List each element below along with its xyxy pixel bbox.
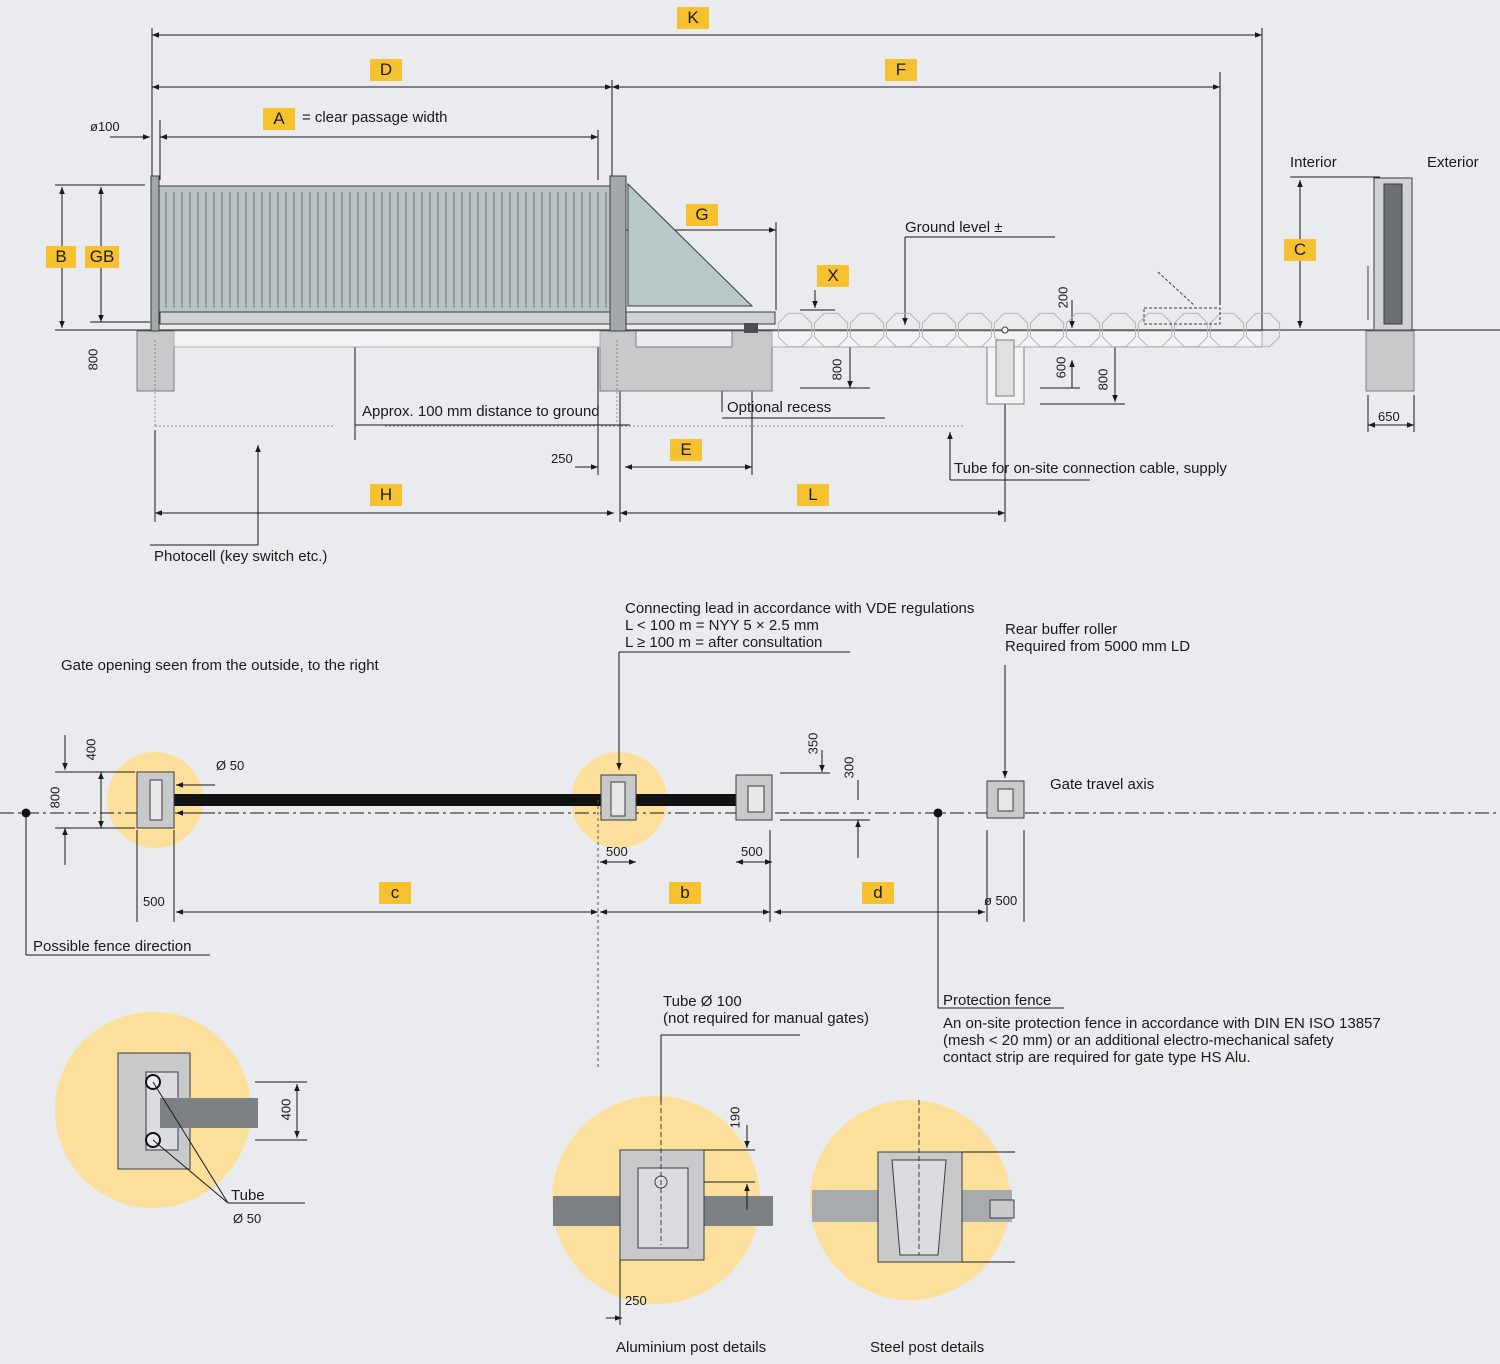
tag-d: D — [370, 59, 402, 81]
tag-lower-b: b — [669, 882, 701, 904]
plan-objects — [21, 771, 1025, 1068]
interior-label: Interior — [1290, 154, 1337, 171]
plan-dia50: Ø 50 — [216, 758, 245, 773]
approx-ground-label: Approx. 100 mm distance to ground — [362, 403, 600, 420]
roller-octagon — [957, 312, 993, 348]
tag-e: E — [670, 439, 702, 461]
dim-600: 600 — [1053, 356, 1069, 379]
plan-dim-800: 800 — [47, 786, 63, 809]
detail-dim-190: 190 — [727, 1106, 743, 1129]
aluminium-caption: Aluminium post details — [616, 1339, 767, 1356]
tag-g: G — [686, 204, 718, 226]
tube100-line-1: Tube Ø 100 — [663, 993, 742, 1010]
roller-octagon — [885, 312, 921, 348]
steel-caption: Steel post details — [870, 1339, 985, 1356]
dim-800-mid: 800 — [829, 358, 845, 381]
rear-buffer-note: Rear buffer roller Required from 5000 mm… — [1005, 621, 1190, 655]
gate-opening-label: Gate opening seen from the outside, to t… — [61, 657, 379, 674]
detail-aluminium-post — [553, 1034, 800, 1325]
gate-leaf — [150, 175, 776, 332]
dim-800-left: 800 — [85, 348, 101, 371]
plan-dim-500-b: 500 — [741, 844, 763, 859]
ground-roller-pattern — [777, 312, 1281, 348]
plan-dim-500-a: 500 — [606, 844, 628, 859]
tag-b: B — [46, 246, 76, 268]
prot-line-1: An on-site protection fence in accordanc… — [943, 1015, 1381, 1032]
lead-line-1: Connecting lead in accordance with VDE r… — [625, 600, 975, 617]
dim-200: 200 — [1055, 286, 1071, 309]
tag-f: F — [885, 59, 917, 81]
cable-dotted-top — [154, 340, 965, 427]
clear-passage-label: = clear passage width — [302, 109, 448, 126]
tag-lower-d: d — [862, 882, 894, 904]
protection-fence-label: Protection fence — [943, 992, 1052, 1009]
tube-dia-label: Ø 50 — [233, 1211, 262, 1226]
roller-octagon — [921, 312, 957, 348]
plan-dia500: ø 500 — [984, 893, 1018, 908]
rear-line-2: Required from 5000 mm LD — [1005, 638, 1191, 655]
dia100-label: ø100 — [90, 119, 120, 134]
tag-l: L — [797, 484, 829, 506]
optional-recess-label: Optional recess — [727, 399, 832, 416]
roller-octagon — [1245, 312, 1281, 348]
dim-800-right: 800 — [1095, 368, 1111, 391]
connecting-lead-note: Connecting lead in accordance with VDE r… — [625, 600, 974, 651]
tube100-line-2: (not required for manual gates) — [663, 1010, 869, 1027]
lead-line-2: L < 100 m = NYY 5 × 2.5 mm — [625, 617, 819, 634]
roller-octagon — [1065, 312, 1101, 348]
plan-dim-400: 400 — [83, 738, 99, 761]
roller-octagon — [1101, 312, 1137, 348]
roller-octagon — [1137, 312, 1173, 348]
tube100-note: Tube Ø 100 (not required for manual gate… — [663, 993, 869, 1027]
roller-octagon — [1173, 312, 1209, 348]
drive-and-post — [744, 177, 1413, 397]
rear-line-1: Rear buffer roller — [1005, 621, 1118, 638]
prot-line-2: (mesh < 20 mm) or an additional electro-… — [943, 1032, 1334, 1049]
roller-octagon — [813, 312, 849, 348]
tag-gb: GB — [85, 246, 119, 268]
plan-dim-300: 300 — [841, 756, 857, 779]
tag-lower-c: c — [379, 882, 411, 904]
tube-label: Tube — [231, 1187, 265, 1204]
roller-octagon — [849, 312, 885, 348]
detail-steel-post — [812, 1100, 1015, 1263]
plan-dim-350: 350 — [805, 732, 821, 755]
lead-line-3: L ≥ 100 m = after consultation — [625, 634, 823, 651]
exterior-label: Exterior — [1427, 154, 1479, 171]
tag-h: H — [370, 484, 402, 506]
tag-x: X — [817, 265, 849, 287]
detail-left-post — [117, 1052, 307, 1204]
prot-line-3: contact strip are required for gate type… — [943, 1049, 1251, 1066]
tag-a: A — [263, 108, 295, 130]
roller-octagon — [777, 312, 813, 348]
plan-dim-500-c: 500 — [143, 894, 165, 909]
protection-fence-note: An on-site protection fence in accordanc… — [943, 1015, 1381, 1066]
detail-dim-400: 400 — [278, 1098, 294, 1121]
tag-c: C — [1284, 239, 1316, 261]
photocell-label: Photocell (key switch etc.) — [154, 548, 328, 565]
dim-250-top: 250 — [551, 451, 573, 466]
ground-level-label: Ground level ± — [905, 219, 1003, 236]
detail-dim-250: 250 — [625, 1293, 647, 1308]
dim-650: 650 — [1378, 409, 1400, 424]
tag-k: K — [677, 7, 709, 29]
foundations-top — [136, 330, 1415, 405]
gate-bars — [165, 192, 607, 308]
roller-octagon — [1209, 312, 1245, 348]
fence-direction-label: Possible fence direction — [33, 938, 192, 955]
tube-cable-label: Tube for on-site connection cable, suppl… — [954, 460, 1227, 477]
roller-octagon — [1029, 312, 1065, 348]
gate-axis-label: Gate travel axis — [1050, 776, 1155, 793]
plan-dimensions — [0, 651, 1500, 1009]
